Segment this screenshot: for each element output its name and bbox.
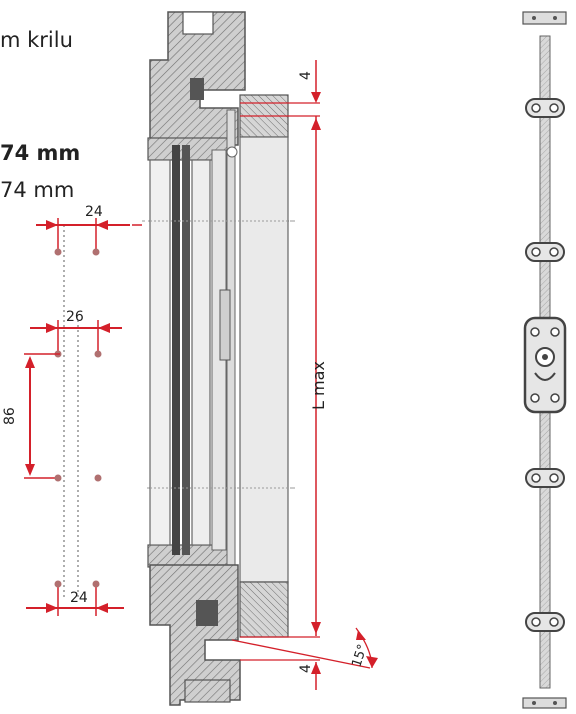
value-label: 74 mm <box>0 178 75 202</box>
sash-bottom <box>239 581 289 638</box>
dim-vertical-spacing-label: 86 <box>2 407 18 425</box>
heading-krilu: m krilu <box>0 28 73 52</box>
strip-top-cap <box>522 11 567 25</box>
locking-pin <box>525 468 565 488</box>
gearbox <box>523 316 567 414</box>
dim-bottom-gap-label: 4 <box>298 664 314 673</box>
dim-bottom-spacing-label: 24 <box>70 590 88 606</box>
glass-pane-inner <box>191 159 211 546</box>
sash-body <box>239 136 289 583</box>
dim-bottom-spacing <box>26 580 124 616</box>
lmax-label: L max <box>309 361 328 410</box>
dim-mid-spacing <box>30 320 122 358</box>
locking-pin <box>525 242 565 262</box>
dim-mid-spacing-label: 26 <box>66 309 84 325</box>
glass-pane-outer <box>149 159 171 546</box>
dim-top-gap-label: 4 <box>298 71 314 80</box>
locking-pin <box>525 612 565 632</box>
strip-bottom-cap <box>522 697 567 709</box>
window-section <box>147 11 295 706</box>
locking-pin <box>525 98 565 118</box>
glass-pane-dark <box>172 145 180 555</box>
dim-top-spacing-label: 24 <box>85 204 103 220</box>
dim-lmax <box>231 60 378 690</box>
dim-top-spacing <box>36 218 142 256</box>
dim-vertical-spacing <box>24 353 102 482</box>
bold-value-label: 74 mm <box>0 141 81 165</box>
